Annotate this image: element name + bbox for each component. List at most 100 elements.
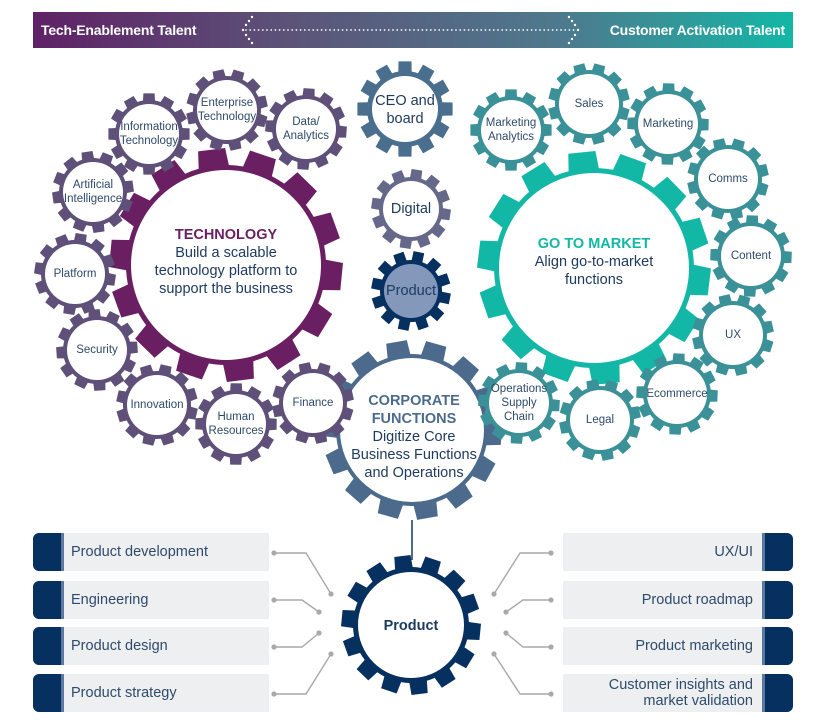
gear-label-artificial-intelligence-line: Artificial — [72, 179, 114, 191]
gear-label-ecommerce-line: Ecommerce — [646, 388, 708, 400]
arrow-dot — [295, 29, 298, 31]
gear-label-platform-line: Platform — [53, 268, 97, 280]
gear-finance — [272, 362, 354, 444]
gear-content-face — [721, 226, 781, 286]
connector-ux-ui — [493, 552, 551, 595]
arrow-dot — [539, 29, 541, 31]
arrowhead-dot — [250, 15, 254, 19]
gear-innovation — [116, 364, 198, 446]
corporate-functions-gear-face — [340, 358, 484, 502]
connector-product-roadmap — [505, 599, 551, 613]
gear-artificial-intelligence-face — [63, 162, 123, 222]
digital-gear — [371, 169, 451, 249]
arrow-dot — [257, 29, 260, 31]
arrow-dot — [459, 29, 462, 31]
connector-dot — [548, 691, 554, 697]
arrow-dot — [312, 29, 315, 31]
gear-label-artificial-intelligence-line: Intelligence — [63, 193, 123, 205]
arrow-dot — [278, 29, 281, 31]
arrow-dot — [333, 29, 336, 31]
connector-dot — [503, 609, 509, 615]
product-item-right: UX/UI — [563, 533, 793, 571]
arrow-dot — [341, 29, 344, 31]
customer-activation-talent-label: Customer Activation Talent — [609, 22, 785, 38]
arrow-dot — [282, 29, 285, 31]
tech-enablement-talent-label: Tech-Enablement Talent — [41, 22, 197, 38]
gear-platform-face — [45, 244, 105, 304]
arrow-dot — [568, 29, 571, 31]
connector-lines — [271, 550, 554, 697]
connector-product-marketing — [505, 632, 551, 648]
arrow-dot — [526, 29, 529, 31]
gear-platform — [34, 233, 116, 315]
arrow-dot — [497, 29, 499, 31]
gear-label-data-analytics-line: Analytics — [282, 130, 330, 142]
gear-label-content-line: Content — [730, 250, 772, 262]
arrow-dot — [429, 29, 432, 31]
product-item-left: Product development — [33, 533, 269, 571]
arrow-dot — [308, 29, 310, 31]
connector-product-development — [274, 552, 332, 595]
gear-label-content: Content — [731, 249, 771, 263]
arrow-dot — [350, 29, 352, 31]
technology-hub-label-line: Build a scalable — [175, 245, 277, 261]
gear-label-legal: Legal — [586, 413, 614, 427]
arrow-dot — [287, 29, 289, 31]
connector-product-design — [274, 632, 320, 648]
connector-dot — [271, 644, 277, 650]
corporate-hub-label-title: CORPORATE — [368, 393, 460, 409]
arrow-dot — [329, 29, 331, 31]
arrow-dot — [261, 29, 264, 31]
row-tab — [33, 674, 61, 712]
product-small-gear — [371, 251, 451, 331]
gear-sales-face — [559, 74, 619, 134]
corporate-hub-label-line: and Operations — [364, 465, 464, 481]
connector-dot — [316, 630, 322, 636]
arrowhead-dot — [567, 15, 571, 19]
arrow-dot — [425, 29, 428, 31]
go-to-market-gear — [477, 151, 711, 385]
product-small-gear-face — [384, 264, 438, 318]
gear-data-analytics-face — [276, 99, 336, 159]
gear-marketing-analytics-face — [481, 100, 541, 160]
gear-label-comms-line: Comms — [708, 173, 748, 185]
arrow-dot — [522, 29, 525, 31]
corporate-functions-gear — [322, 340, 502, 520]
gear-innovation-face — [127, 375, 187, 435]
arrowhead-dot — [244, 23, 248, 27]
gear-finance-face — [283, 373, 343, 433]
digital-label: Digital — [391, 200, 431, 218]
arrow-dot — [543, 29, 546, 31]
gear-data-analytics — [265, 88, 347, 170]
corporate-hub-label-title: FUNCTIONS — [371, 411, 457, 427]
arrow-dot — [316, 29, 319, 31]
arrow-dot — [438, 29, 441, 31]
product-item-label: Engineering — [64, 581, 269, 619]
gear-marketing-face — [638, 94, 698, 154]
gear-label-enterprise-technology-line: Technology — [197, 111, 257, 123]
gear-label-operations-supply-chain-line: Operations — [490, 383, 548, 395]
product-small-label-line: Product — [386, 283, 436, 299]
gear-label-human-resources-line: Resources — [208, 425, 264, 437]
arrow-dot — [501, 29, 504, 31]
product-item-right: Product marketing — [563, 627, 793, 665]
gear-label-data-analytics: Data/Analytics — [283, 115, 329, 143]
gear-information-technology-face — [119, 104, 179, 164]
go-to-market-hub-label-line: Align go-to-market — [534, 254, 654, 270]
corporate-hub-label-line: Business Functions — [351, 447, 477, 463]
product-item-label: Product roadmap — [563, 581, 762, 619]
connector-dot — [548, 644, 554, 650]
gear-label-information-technology-line: Technology — [119, 135, 179, 147]
arrow-dot — [270, 29, 273, 31]
arrow-dot — [488, 29, 491, 31]
gear-label-marketing-analytics-line: Marketing — [485, 117, 537, 129]
arrowhead-dot — [573, 23, 577, 27]
arrowhead-dot — [241, 28, 245, 32]
gear-operations-supply-chain — [478, 362, 560, 444]
arrowhead-dot — [244, 33, 248, 37]
row-tab — [765, 627, 793, 665]
technology-hub-label-line: technology platform to — [154, 263, 298, 279]
